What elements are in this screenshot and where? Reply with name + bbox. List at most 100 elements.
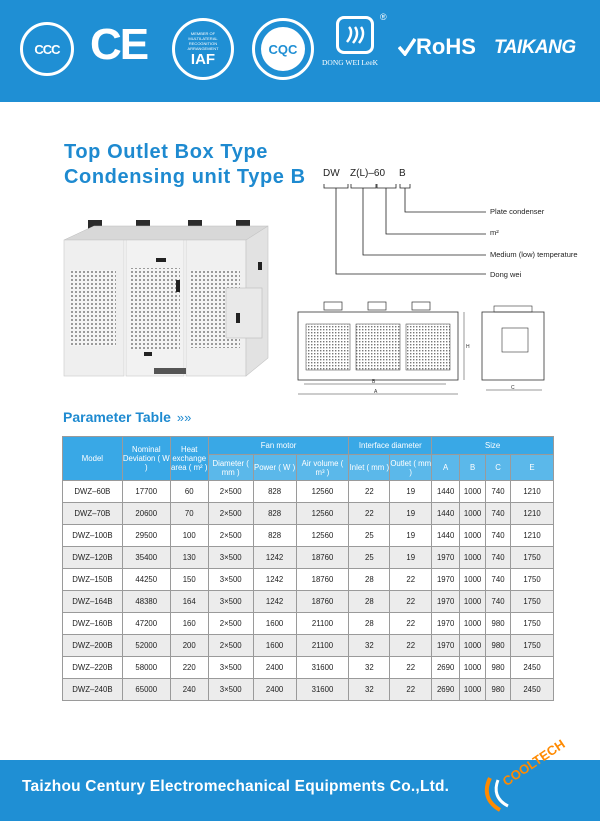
ccc-logo-text: CCC <box>34 41 60 57</box>
table-cell: 740 <box>485 568 512 591</box>
table-cell: 60 <box>169 480 209 503</box>
table-cell: 25 <box>348 524 391 547</box>
registered-mark: ® <box>380 12 387 22</box>
table-cell: 28 <box>348 612 391 635</box>
table-cell: 2400 <box>252 656 297 679</box>
table-cell: 22 <box>389 656 433 679</box>
table-cell: 1750 <box>510 546 554 569</box>
title-line-2: Condensing unit Type B <box>64 166 306 188</box>
table-cell: 1750 <box>510 590 554 613</box>
table-cell: 12560 <box>295 502 350 525</box>
table-cell: 32 <box>348 656 391 679</box>
dongwei-logo: ® DONG WEI LeeK <box>322 12 388 86</box>
iaf-ring-text: MEMBER OF MULTILATERAL RECOGNITION ARRAN… <box>187 30 219 51</box>
legend-temperature: Medium (low) temperature <box>490 250 578 259</box>
table-cell: 28 <box>348 590 391 613</box>
table-cell: 1600 <box>252 612 297 635</box>
table-cell: 1970 <box>431 612 461 635</box>
model-code-part-dw: DW <box>323 168 340 179</box>
table-cell: 1242 <box>252 546 297 569</box>
table-cell: 740 <box>485 590 512 613</box>
table-cell: 1000 <box>459 502 487 525</box>
table-cell: DWZ–164B <box>62 590 123 613</box>
dimension-label-a: A <box>374 389 378 395</box>
parameter-table: Model Nominal Deviation ( W ) Heat excha… <box>62 436 554 701</box>
table-cell: 1000 <box>459 678 487 701</box>
legend-plate-condenser: Plate condenser <box>490 207 545 216</box>
table-cell: 2690 <box>431 656 461 679</box>
table-cell: 980 <box>485 634 512 657</box>
table-cell: 22 <box>389 612 433 635</box>
table-cell: 1000 <box>459 546 487 569</box>
table-cell: 25 <box>348 546 391 569</box>
table-cell: 200 <box>169 634 209 657</box>
header-outlet: Outlet ( mm ) <box>389 454 433 481</box>
table-cell: 1210 <box>510 524 554 547</box>
table-cell: 47200 <box>121 612 171 635</box>
table-cell: 18760 <box>295 546 350 569</box>
table-cell: 740 <box>485 546 512 569</box>
footer-band: Taizhou Century Electromechanical Equipm… <box>0 736 600 821</box>
parameter-table-heading: Parameter Table »» <box>63 409 191 425</box>
table-cell: 130 <box>169 546 209 569</box>
table-cell: 22 <box>389 678 433 701</box>
table-cell: 20600 <box>121 502 171 525</box>
model-code-part-zl60: Z(L)–60 <box>350 168 386 179</box>
cooltech-logo: COOLTECH <box>482 736 592 816</box>
header-air-volume: Air volume ( m³ ) <box>295 454 350 481</box>
header-size-a: A <box>431 454 461 481</box>
table-cell: 3×500 <box>207 546 254 569</box>
table-cell: 150 <box>169 568 209 591</box>
table-cell: 12560 <box>295 524 350 547</box>
rohs-logo: RoHS <box>398 34 476 60</box>
iaf-logo-text: IAF <box>190 50 216 68</box>
rohs-logo-text: RoHS <box>416 34 476 59</box>
table-cell: DWZ–60B <box>62 480 123 503</box>
condensing-unit-photo <box>63 220 269 377</box>
table-cell: DWZ–120B <box>62 546 123 569</box>
table-cell: 2450 <box>510 678 554 701</box>
table-cell: 1000 <box>459 656 487 679</box>
table-cell: 29500 <box>121 524 171 547</box>
table-cell: 19 <box>389 502 433 525</box>
table-cell: 160 <box>169 612 209 635</box>
table-cell: 3×500 <box>207 678 254 701</box>
table-cell: 1000 <box>459 480 487 503</box>
table-cell: 1750 <box>510 634 554 657</box>
model-code-part-b: B <box>399 168 406 179</box>
cooltech-brand-text: COOLTECH <box>499 736 568 789</box>
table-cell: 65000 <box>121 678 171 701</box>
table-cell: 18760 <box>295 590 350 613</box>
table-cell: 2×500 <box>207 502 254 525</box>
header-size-c: C <box>485 454 512 481</box>
table-cell: 1970 <box>431 634 461 657</box>
table-cell: DWZ–160B <box>62 612 123 635</box>
table-cell: 1750 <box>510 612 554 635</box>
table-cell: 32 <box>348 634 391 657</box>
table-cell: 18760 <box>295 568 350 591</box>
table-cell: 1970 <box>431 590 461 613</box>
table-cell: 3×500 <box>207 590 254 613</box>
table-cell: 1242 <box>252 568 297 591</box>
table-cell: 12560 <box>295 480 350 503</box>
parameter-table-title: Parameter Table <box>63 409 171 425</box>
table-cell: 1750 <box>510 568 554 591</box>
table-cell: 2400 <box>252 678 297 701</box>
table-cell: 3×500 <box>207 568 254 591</box>
table-cell: 980 <box>485 612 512 635</box>
table-cell: DWZ–150B <box>62 568 123 591</box>
table-cell: 1440 <box>431 524 461 547</box>
table-cell: DWZ–70B <box>62 502 123 525</box>
iaf-logo: MEMBER OF MULTILATERAL RECOGNITION ARRAN… <box>172 18 234 80</box>
dimension-label-h: H <box>466 344 470 350</box>
table-cell: 220 <box>169 656 209 679</box>
table-cell: 32 <box>348 678 391 701</box>
table-cell: 22 <box>389 590 433 613</box>
